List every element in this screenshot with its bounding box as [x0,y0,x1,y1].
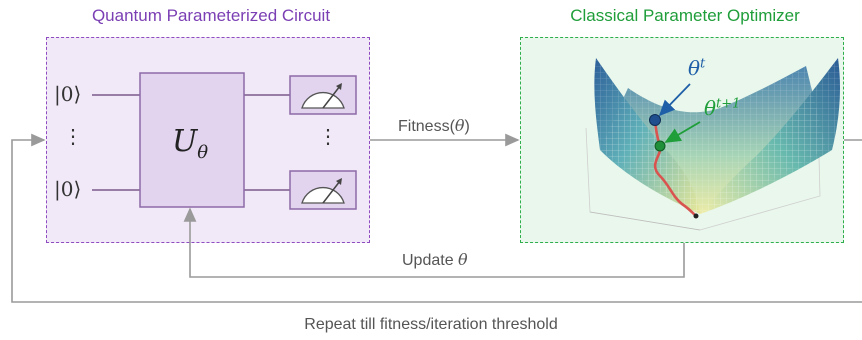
vertical-dots-right: ⋮ [318,124,338,148]
update-arrow [183,207,685,278]
theta-t1-superscript: t+1 [716,96,741,112]
fitness-label-text: Fitness( [398,118,455,135]
theta-t1-label: θt+1 [704,96,740,120]
vertical-dots-left: ⋮ [63,124,83,148]
repeat-label: Repeat till fitness/iteration threshold [304,316,558,333]
quantum-circuit-title: Quantum Parameterized Circuit [91,6,331,25]
theta-t-superscript: t [700,56,706,72]
update-label: Update θ [402,250,468,270]
repeat-arrow [11,133,862,303]
ket-zero-top: |0⟩ [54,82,82,106]
unitary-gate [139,72,245,208]
fitness-label-close: ) [464,118,470,135]
measurement-bottom-icon [289,170,357,210]
update-label-text: Update [402,252,459,269]
gate-label-base: U [172,124,198,159]
loss-landscape-illustration [585,58,840,231]
fitness-label: Fitness(θ) [398,116,470,136]
theta-t-base: θ [688,56,701,80]
gate-label-subscript: θ [197,142,209,163]
gate-label: Uθ [172,124,208,163]
theta-t1-base: θ [704,96,717,120]
theta-t-label: θt [688,56,705,80]
classical-optimizer-title: Classical Parameter Optimizer [570,6,800,25]
ket-zero-bottom: |0⟩ [54,177,82,201]
fitness-label-theta: θ [454,116,465,135]
measurement-top-icon [289,75,357,115]
update-label-theta: θ [458,250,468,269]
